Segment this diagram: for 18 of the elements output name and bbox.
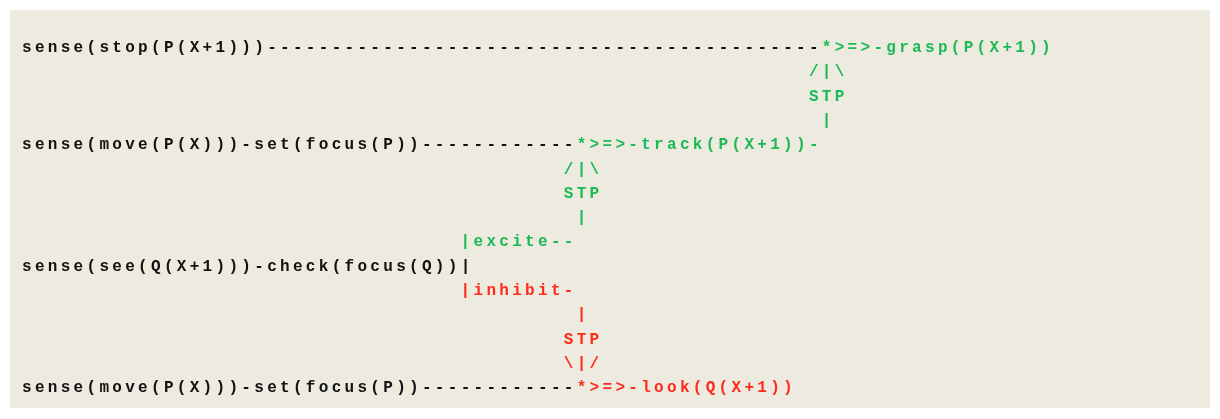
diagram-text: |	[821, 110, 835, 132]
diagram-text: \|/	[563, 353, 603, 375]
diagram-text: /|\	[563, 159, 603, 181]
diagram-text: *>=>-track(P(X+1))-	[576, 135, 822, 157]
diagram-text: sense(move(P(X)))-set(focus(P))------------	[22, 378, 577, 400]
diagram-text: sense(stop(P(X+1)))-------------------------------------------	[22, 38, 822, 59]
diagram-text: STP	[563, 329, 603, 351]
diagram-text: |inhibit-	[460, 281, 577, 302]
diagram-text: STP	[563, 183, 603, 205]
diagram-text: |	[576, 208, 590, 230]
diagram-text: /|\	[808, 62, 848, 84]
diagram-text: STP	[808, 86, 848, 108]
diagram-text: |excite--	[460, 232, 577, 254]
diagram-text: *>=>-look(Q(X+1))	[576, 378, 796, 400]
diagram-text: sense(move(P(X)))-set(focus(P))------------	[22, 135, 577, 157]
diagram-text: sense(see(Q(X+1)))-check(focus(Q))|	[22, 256, 474, 278]
diagram-text: *>=>-grasp(P(X+1))	[821, 38, 1055, 59]
diagram-text: |	[576, 305, 590, 327]
